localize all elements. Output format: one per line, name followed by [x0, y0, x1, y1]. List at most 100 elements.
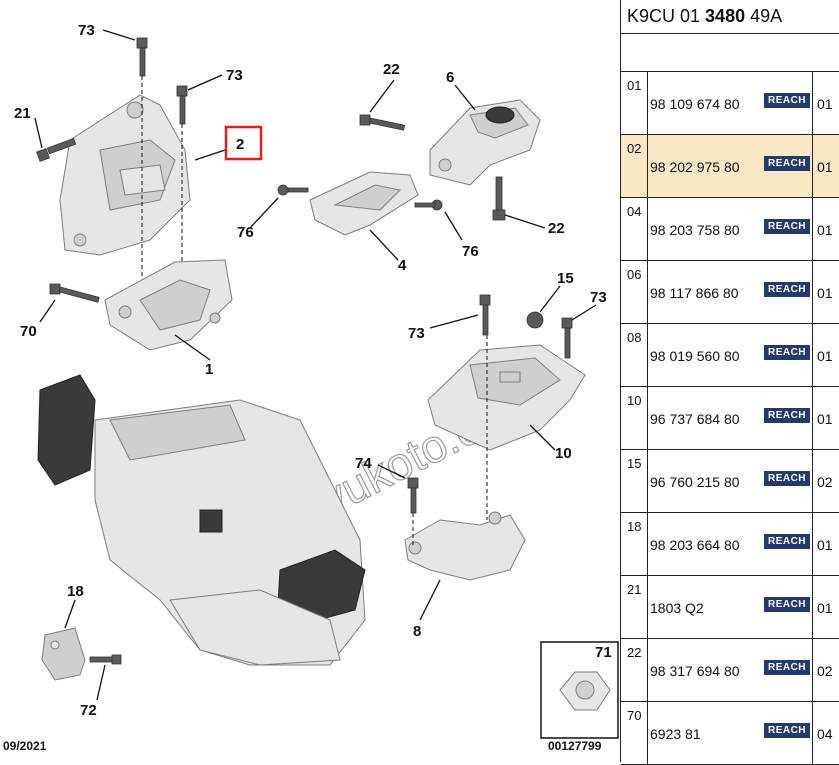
reach-badge: REACH	[764, 534, 810, 549]
qty-divider	[812, 576, 813, 638]
quantity: 02	[817, 663, 833, 679]
bolt-22-bottom[interactable]	[492, 176, 506, 221]
callout-8[interactable]: 8	[413, 623, 421, 640]
qty-divider	[812, 198, 813, 260]
qty-divider	[812, 135, 813, 197]
callout-73-d[interactable]: 73	[590, 289, 607, 306]
callout-73-a[interactable]: 73	[78, 22, 95, 39]
row-index: 06	[621, 261, 648, 323]
reach-badge: REACH	[764, 219, 810, 234]
part-6-mount[interactable]	[429, 99, 541, 186]
part-71-inset[interactable]	[540, 641, 619, 739]
nut-15[interactable]	[526, 311, 544, 329]
bolt-72[interactable]	[89, 654, 122, 665]
quantity: 01	[817, 537, 833, 553]
quantity: 04	[817, 726, 833, 742]
diagram-date: 09/2021	[3, 739, 47, 753]
part-number[interactable]: 98 202 975 80	[650, 159, 740, 175]
callout-76-left[interactable]: 76	[237, 224, 254, 241]
qty-divider	[812, 639, 813, 701]
callout-72[interactable]: 72	[80, 702, 97, 719]
quantity: 01	[817, 96, 833, 112]
callout-74[interactable]: 74	[355, 455, 372, 472]
bolt-22-top[interactable]	[359, 114, 406, 131]
part-2-bracket[interactable]	[59, 94, 191, 256]
bolt-76-left[interactable]	[277, 184, 309, 196]
part-number[interactable]: 98 203 758 80	[650, 222, 740, 238]
part-number[interactable]: 98 203 664 80	[650, 537, 740, 553]
callout-18[interactable]: 18	[67, 583, 84, 600]
part-number[interactable]: 1803 Q2	[650, 600, 704, 616]
part-number[interactable]: 98 019 560 80	[650, 348, 740, 364]
bolt-74[interactable]	[407, 477, 419, 514]
callout-2[interactable]: 2	[236, 136, 244, 153]
part-number[interactable]: 98 117 866 80	[650, 285, 739, 301]
quantity: 01	[817, 159, 833, 175]
reach-badge: REACH	[764, 345, 810, 360]
callout-71[interactable]: 71	[595, 644, 612, 661]
reach-badge: REACH	[764, 597, 810, 612]
reach-badge: REACH	[764, 408, 810, 423]
part-number[interactable]: 98 317 694 80	[650, 663, 740, 679]
part-18-plate[interactable]	[41, 627, 86, 681]
row-index: 08	[621, 324, 648, 386]
parts-list-header: K9CU 01 3480 49A	[621, 0, 839, 34]
callout-1[interactable]: 1	[205, 361, 213, 378]
callout-21[interactable]: 21	[14, 105, 31, 122]
qty-divider	[812, 387, 813, 449]
reach-badge: REACH	[764, 156, 810, 171]
part-number[interactable]: 6923 81	[650, 726, 701, 742]
code-suffix: 49A	[745, 6, 783, 26]
callout-10[interactable]: 10	[555, 445, 572, 462]
callout-70[interactable]: 70	[20, 323, 37, 340]
bolt-73-left[interactable]	[136, 37, 148, 77]
callout-15[interactable]: 15	[557, 270, 574, 287]
bolt-73-c[interactable]	[479, 294, 491, 336]
part-4-link[interactable]	[309, 171, 419, 236]
parts-list-subheader	[621, 34, 839, 72]
part-number[interactable]: 98 109 674 80	[650, 96, 740, 112]
part-8-support[interactable]	[404, 511, 526, 581]
quantity: 01	[817, 285, 833, 301]
reach-badge: REACH	[764, 282, 810, 297]
parts-diagram: duyukoto.com	[3, 22, 619, 753]
callout-73-c[interactable]: 73	[408, 325, 425, 342]
row-index: 04	[621, 198, 648, 260]
engine-assembly	[37, 374, 366, 666]
quantity: 01	[817, 411, 833, 427]
row-index: 01	[621, 72, 648, 134]
row-index: 02	[621, 135, 648, 197]
part-number[interactable]: 96 737 684 80	[650, 411, 740, 427]
callout-4[interactable]: 4	[398, 257, 407, 274]
callout-73-b[interactable]: 73	[226, 67, 243, 84]
row-index: 21	[621, 576, 648, 638]
callout-22-top[interactable]: 22	[383, 61, 400, 78]
part-number[interactable]: 96 760 215 80	[650, 474, 740, 490]
callout-22-bottom[interactable]: 22	[548, 220, 565, 237]
callout-6[interactable]: 6	[446, 69, 454, 86]
part-10-mount[interactable]	[427, 344, 586, 451]
bolt-21[interactable]	[36, 138, 77, 162]
callout-2-highlight	[224, 125, 263, 161]
bolt-73-d[interactable]	[561, 317, 573, 359]
part-1-bracket[interactable]	[104, 259, 233, 351]
row-index: 15	[621, 450, 648, 512]
bolt-76-right[interactable]	[414, 199, 443, 211]
bolt-70[interactable]	[49, 283, 100, 303]
code-prefix: K9CU 01	[627, 6, 706, 26]
callout-76-right[interactable]: 76	[462, 243, 479, 260]
row-index: 22	[621, 639, 648, 701]
bolt-73-right[interactable]	[176, 85, 188, 125]
row-index: 10	[621, 387, 648, 449]
